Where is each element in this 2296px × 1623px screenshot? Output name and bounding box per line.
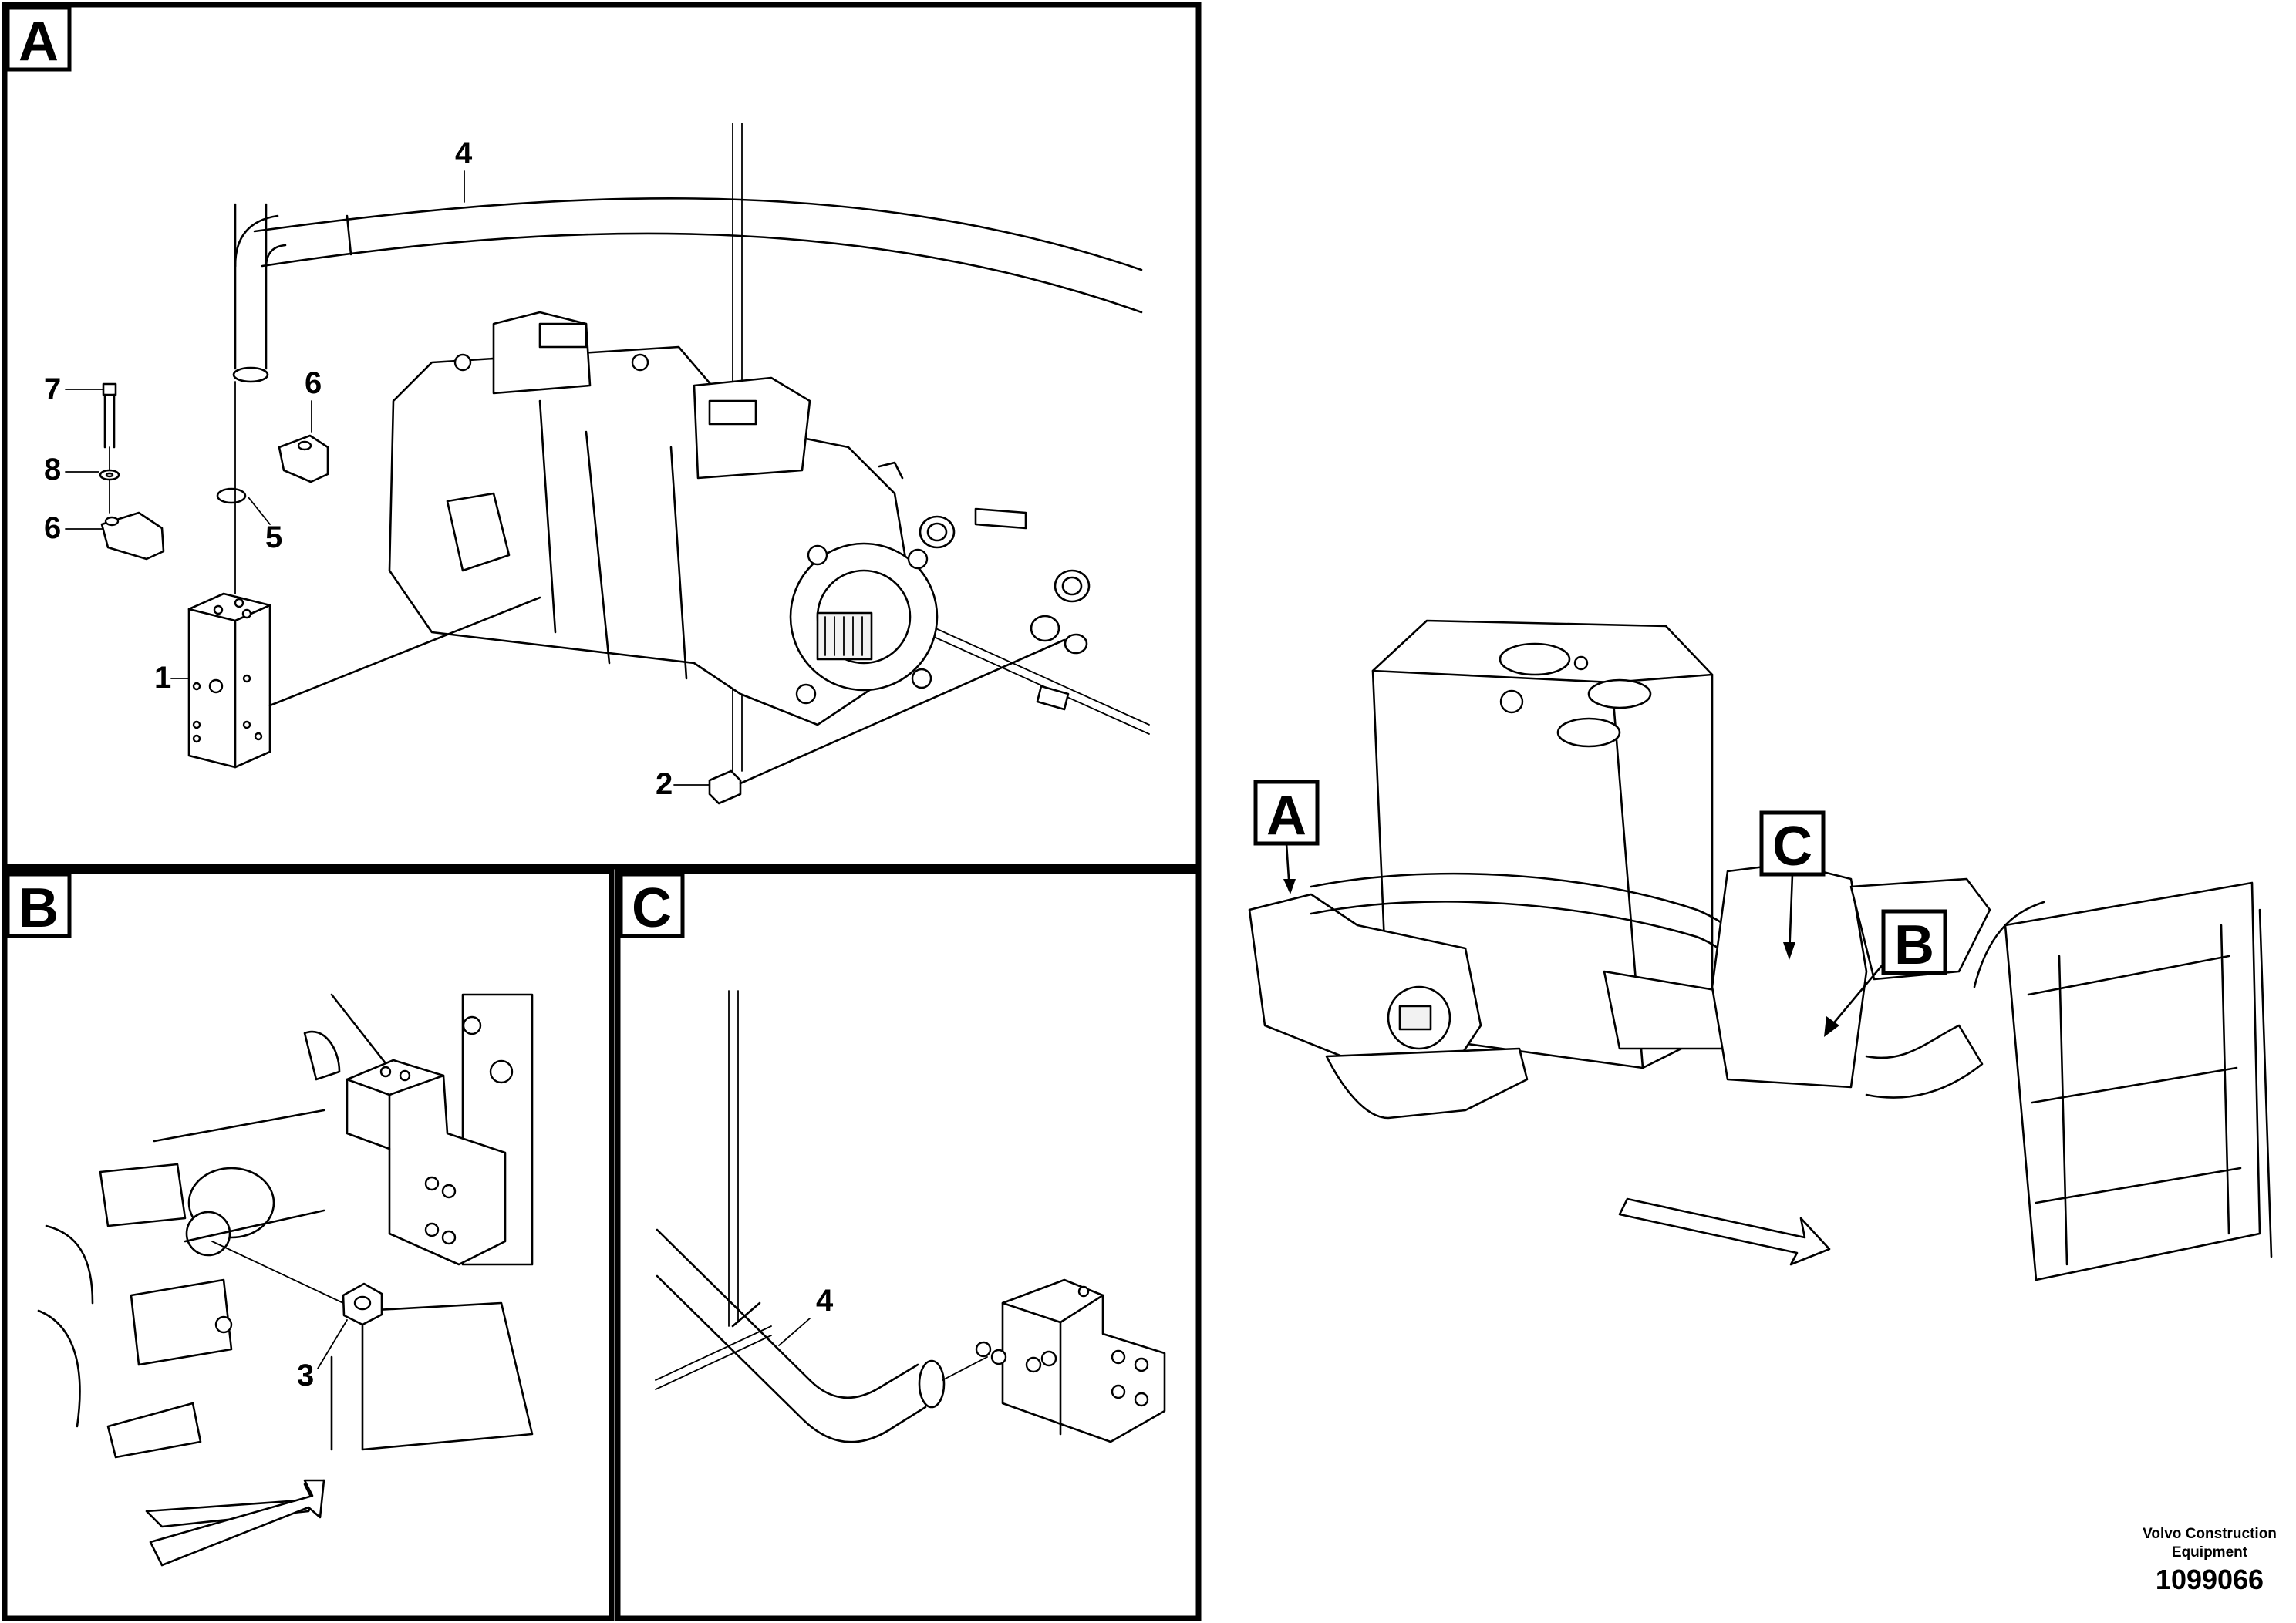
panel-b-tag: B	[19, 877, 59, 939]
callout-1: 1	[154, 661, 171, 695]
overview-tag-a-box	[1253, 780, 1320, 846]
bolt-part-7	[102, 382, 117, 473]
callout-4-c: 4	[816, 1284, 834, 1318]
direction-arrow-b	[145, 1479, 325, 1528]
overview-cooler	[2004, 881, 2261, 1281]
panel-c: C 4	[615, 868, 1202, 1621]
hydraulic-pump	[388, 311, 939, 726]
callout-6-lower: 6	[44, 511, 61, 545]
clamp-part-6-lower	[100, 511, 165, 561]
panel-c-tag-box	[619, 872, 685, 938]
panel-c-tag: C	[632, 877, 672, 939]
overview-tag-a: A	[1266, 785, 1306, 847]
callout-4: 4	[455, 136, 473, 170]
panel-a-callouts: 1 2 4 5 6 6 7 8	[44, 136, 710, 801]
panel-b-frame	[2, 868, 615, 1621]
overview-assembly: A C B	[1248, 619, 2273, 1281]
hose-end-fitting	[232, 366, 269, 383]
callout-3: 3	[297, 1359, 314, 1392]
pump-right-valve	[708, 399, 757, 426]
direction-arrow-overview	[1618, 1197, 1831, 1266]
overview-tag-b-box	[1881, 909, 1947, 975]
pump-top-valve	[538, 322, 588, 349]
manifold-block-part-1	[187, 592, 541, 769]
o-ring-part-5	[216, 381, 271, 594]
panel-c-frame	[615, 868, 1202, 1621]
hose-part-4	[232, 197, 1143, 383]
footer-brand-line2: Equipment	[2171, 1544, 2248, 1561]
callout-8: 8	[44, 453, 61, 487]
clamp-part-6-upper	[278, 434, 329, 483]
panel-b-tag-box	[5, 872, 72, 938]
panel-b: B	[2, 868, 615, 1621]
callout-7: 7	[44, 372, 61, 406]
callout-2: 2	[656, 767, 673, 801]
washer-part-8	[99, 469, 120, 514]
footer-brand: Volvo Construction Equipment	[2082, 1525, 2296, 1562]
panel-a-tag: A	[19, 11, 59, 72]
panel-b-assembly: 3	[37, 993, 534, 1459]
panel-c-assembly: 4	[655, 990, 1166, 1443]
overview-tag-b: B	[1894, 914, 1934, 976]
footer-brand-line1: Volvo Construction	[2143, 1526, 2277, 1542]
panel-a-tag-box	[5, 5, 72, 72]
direction-arrow-b-shape	[149, 1479, 325, 1567]
callout-6-upper: 6	[305, 366, 322, 400]
callout-5: 5	[265, 520, 282, 554]
overview-tag-c: C	[1772, 816, 1812, 877]
hose-c-fitting	[918, 1359, 946, 1409]
pump-loose-parts	[919, 507, 1091, 711]
panel-a-frame	[2, 2, 1202, 870]
overview-control-valve	[1711, 862, 1868, 1089]
panel-a: A	[2, 2, 1202, 870]
drawing-number: 1099066	[2155, 1564, 2264, 1595]
plug-part-2	[708, 638, 1066, 805]
